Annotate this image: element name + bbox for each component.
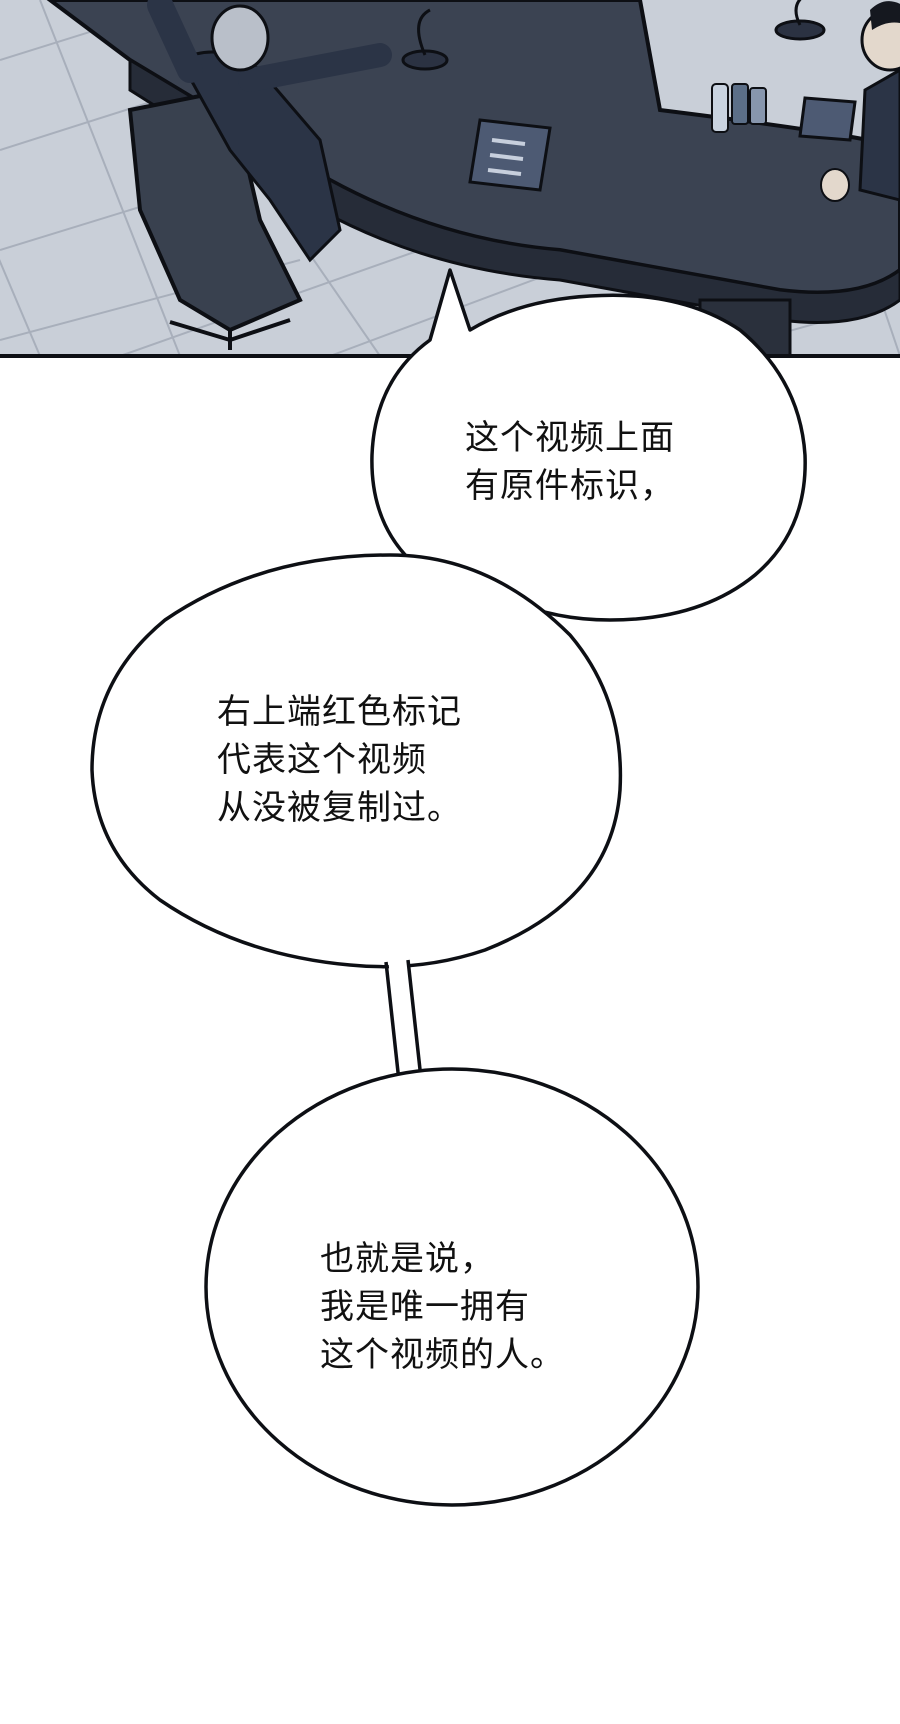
microphone xyxy=(401,0,826,71)
speech-bubble-1 xyxy=(370,268,807,622)
right-man xyxy=(820,1,900,202)
speech-bubble-3 xyxy=(204,1067,700,1507)
speech-bubble-2 xyxy=(90,553,623,969)
seated-man xyxy=(127,0,392,350)
bubble-3-line-2: 我是唯一拥有 xyxy=(320,1287,530,1327)
bottles xyxy=(711,83,767,133)
meeting-room-panel xyxy=(0,0,900,358)
tablet-right xyxy=(798,96,857,142)
bubble-2-line-3: 从没被复制过。 xyxy=(217,788,462,828)
bubble-3-line-3: 这个视频的人。 xyxy=(320,1335,565,1375)
bubble-3-line-1: 也就是说， xyxy=(320,1239,495,1279)
bubble-1-line-2: 有原件标识， xyxy=(465,466,675,506)
bubble-3-text: 也就是说， 我是唯一拥有 这个视频的人。 xyxy=(320,1235,565,1379)
bubble-1-line-1: 这个视频上面 xyxy=(465,418,675,458)
document-tablet xyxy=(468,118,552,192)
head xyxy=(210,4,270,72)
bubble-1-text: 这个视频上面 有原件标识， xyxy=(465,414,675,510)
arm-right xyxy=(238,43,392,92)
bubble-2-line-2: 代表这个视频 xyxy=(217,740,427,780)
bubble-2-text: 右上端红色标记 代表这个视频 从没被复制过。 xyxy=(217,688,462,832)
table-front-edge xyxy=(128,57,900,324)
arm-left xyxy=(147,0,203,83)
bubble-2-line-1: 右上端红色标记 xyxy=(217,692,462,732)
